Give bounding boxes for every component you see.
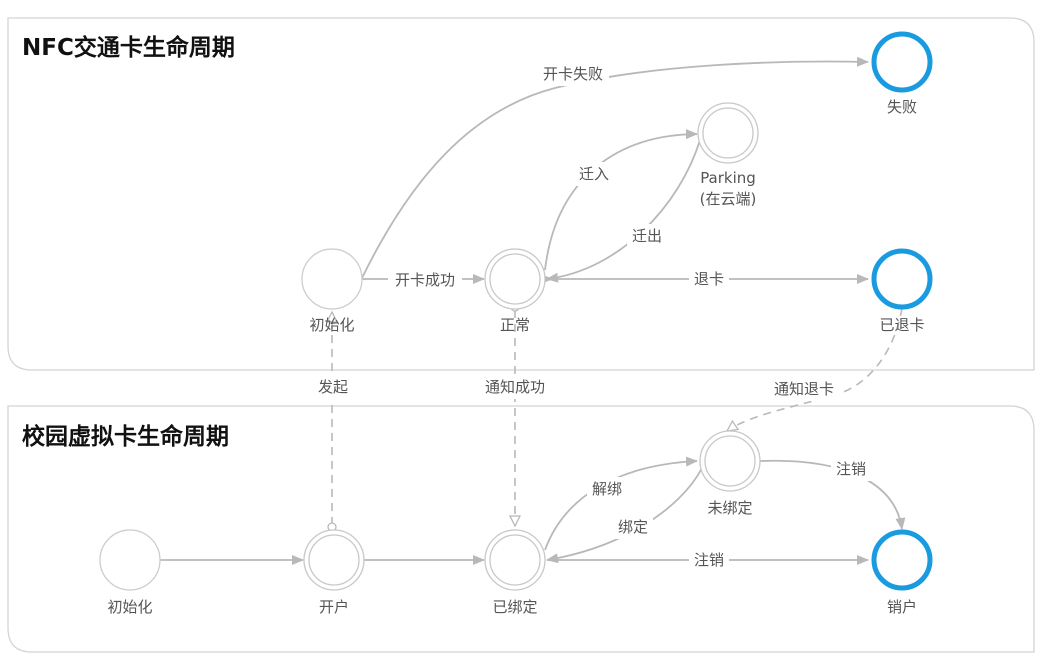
edge-label-open-success: 开卡成功 [395, 271, 455, 289]
state-campus-init-circle [99, 529, 161, 591]
campus-panel: 校园虚拟卡生命周期 [7, 405, 1035, 653]
edge-migrate-out [546, 139, 701, 283]
edge-label-bind: 绑定 [618, 518, 648, 536]
edge-label-migrate-out: 迁出 [632, 227, 662, 245]
state-nfc-fail[interactable]: 失败 [871, 31, 933, 116]
state-nfc-refunded-ring [871, 248, 933, 310]
edge-label-refund: 退卡 [694, 270, 724, 288]
state-nfc-fail-label: 失败 [887, 98, 917, 116]
edge-labels: 开卡失败 开卡成功 迁入 迁出 退卡 发起 通知成功 通知退卡 解绑 绑定 注销… [312, 62, 871, 572]
state-campus-init[interactable]: 初始化 [99, 529, 161, 616]
edge-label-migrate-in: 迁入 [579, 165, 609, 183]
state-nfc-refunded[interactable]: 已退卡 [871, 248, 933, 334]
edge-label-notify-refund: 通知退卡 [774, 380, 834, 398]
edge-open-fail [361, 56, 869, 279]
edge-label-cancel-from-unbound: 注销 [836, 460, 866, 478]
state-campus-open-inner [308, 534, 360, 586]
nfc-edges [361, 56, 869, 284]
state-campus-bound-outer [484, 529, 546, 591]
state-nfc-fail-ring [871, 31, 933, 93]
campus-panel-title: 校园虚拟卡生命周期 [22, 423, 229, 450]
state-nfc-init-label: 初始化 [309, 316, 354, 334]
state-nfc-init-circle [301, 248, 363, 310]
state-nfc-normal-inner [489, 253, 541, 305]
state-nfc-normal[interactable]: 正常 [484, 248, 546, 334]
state-campus-open-outer [303, 529, 365, 591]
state-campus-unbound-label: 未绑定 [707, 499, 752, 517]
state-campus-bound-inner [489, 534, 541, 586]
state-nfc-parking[interactable]: Parking (在云端) [697, 102, 759, 208]
state-campus-unbound-outer [699, 430, 761, 492]
state-nfc-normal-outer [484, 248, 546, 310]
state-nfc-refunded-label: 已退卡 [879, 316, 924, 334]
state-nfc-normal-label: 正常 [500, 316, 530, 334]
state-campus-cancel[interactable]: 销户 [871, 529, 933, 616]
edge-label-notify-success: 通知成功 [485, 378, 545, 396]
state-campus-bound-label: 已绑定 [492, 598, 537, 616]
state-nfc-parking-outer [697, 102, 759, 164]
state-campus-cancel-ring [871, 529, 933, 591]
state-nfc-init[interactable]: 初始化 [301, 248, 363, 334]
nfc-panel-title: NFC交通卡生命周期 [22, 34, 235, 61]
edge-label-initiate: 发起 [318, 378, 348, 396]
state-campus-cancel-label: 销户 [887, 598, 917, 616]
edge-label-open-fail: 开卡失败 [543, 65, 603, 83]
nfc-panel-border [7, 17, 1035, 371]
state-campus-unbound-inner [704, 435, 756, 487]
edge-label-cancel-from-bound: 注销 [694, 551, 724, 569]
campus-panel-border [7, 405, 1035, 653]
state-campus-init-label: 初始化 [107, 598, 152, 616]
state-nfc-parking-label: Parking [700, 169, 756, 187]
state-nfc-parking-inner [702, 107, 754, 159]
nfc-panel: NFC交通卡生命周期 [7, 17, 1035, 371]
state-campus-open-label: 开户 [319, 598, 349, 616]
edge-label-unbind: 解绑 [592, 480, 622, 498]
state-campus-open[interactable]: 开户 [303, 529, 365, 616]
state-campus-unbound[interactable]: 未绑定 [699, 430, 761, 517]
state-campus-bound[interactable]: 已绑定 [484, 529, 546, 616]
state-nfc-parking-sublabel: (在云端) [700, 190, 757, 208]
